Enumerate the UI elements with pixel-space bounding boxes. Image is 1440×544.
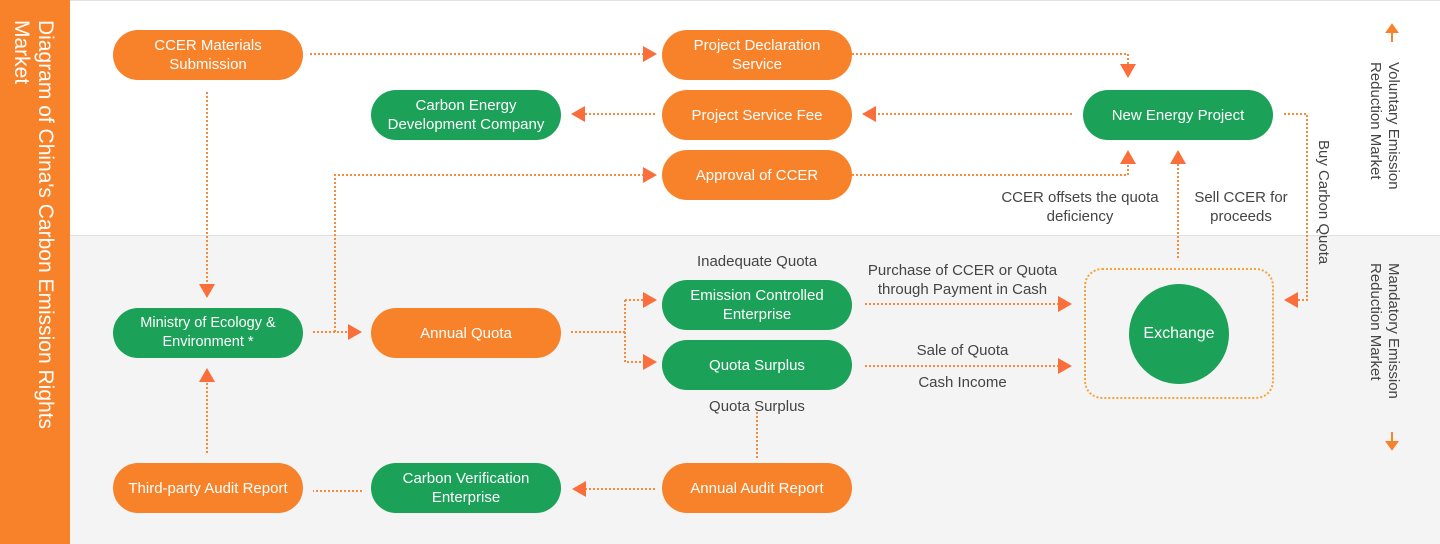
- exchange-box: [1084, 268, 1274, 399]
- connector: [852, 150, 1136, 176]
- mandatory-market-label: Mandatory Emission Reduction Market: [1367, 263, 1402, 399]
- emission-enterprise-node: Emission Controlled Enterprise: [662, 280, 852, 330]
- annual-audit-node: Annual Audit Report: [662, 463, 852, 513]
- ccer-offsets-label: CCER offsets the quota deficiency: [1001, 189, 1159, 225]
- ccer-materials-node: CCER Materials Submission: [113, 30, 303, 80]
- connector: [334, 167, 657, 332]
- connector: [1284, 113, 1308, 308]
- third-party-audit-node: Third-party Audit Report: [113, 463, 303, 513]
- cash-income-label: Cash Income: [918, 374, 1007, 391]
- inadequate-quota-label: Inadequate Quota: [696, 253, 818, 270]
- buy-quota-label: Buy Carbon Quota: [1315, 140, 1332, 265]
- quota-surplus-label: Quota Surplus: [709, 398, 805, 415]
- title-sidebar: Diagram of China's Carbon Emission Right…: [0, 0, 70, 544]
- ministry-node: Ministry of Ecology & Environment *: [113, 308, 303, 358]
- voluntary-market-label: Voluntary Emission Reduction Market: [1367, 62, 1402, 190]
- connector: [624, 300, 657, 370]
- carbon-verification-node: Carbon Verification Enterprise: [371, 463, 561, 513]
- purchase-label: Purchase of CCER or Quota through Paymen…: [867, 262, 1058, 298]
- project-service-fee-node: Project Service Fee: [662, 90, 852, 140]
- exchange-node: Exchange: [1129, 284, 1229, 384]
- project-declaration-node: Project Declaration Service: [662, 30, 852, 80]
- connector: [852, 53, 1136, 78]
- annual-quota-node: Annual Quota: [371, 308, 561, 358]
- sell-ccer-label: Sell CCER for proceeds: [1194, 189, 1288, 225]
- new-energy-project-node: New Energy Project: [1083, 90, 1273, 140]
- carbon-energy-company-node: Carbon Energy Development Company: [371, 90, 561, 140]
- sale-quota-label: Sale of Quota: [916, 342, 1009, 359]
- approval-ccer-node: Approval of CCER: [662, 150, 852, 200]
- quota-surplus-node: Quota Surplus: [662, 340, 852, 390]
